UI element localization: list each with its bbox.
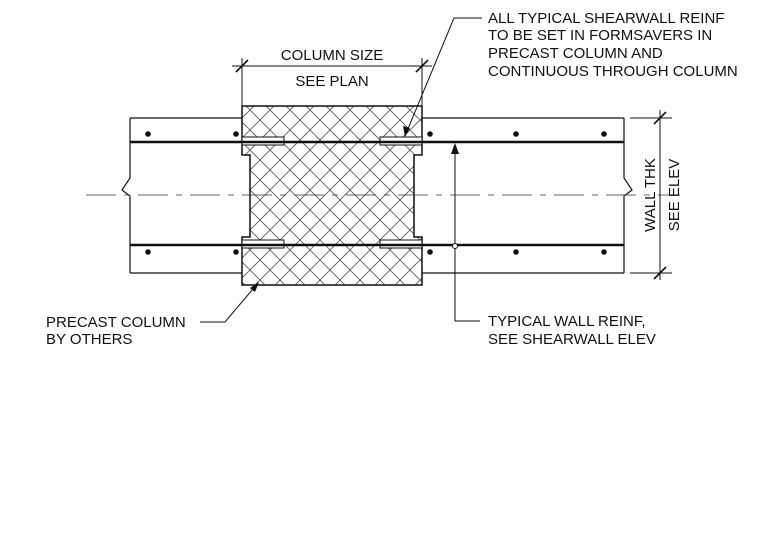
- reinf-note-line-4: CONTINUOUS THROUGH COLUMN: [488, 63, 738, 80]
- leader-lines: [200, 17, 482, 323]
- see-elev-label: SEE ELEV: [666, 159, 683, 232]
- reinf-note-line-1: ALL TYPICAL SHEARWALL REINF: [488, 10, 724, 27]
- see-plan-label: SEE PLAN: [295, 73, 368, 90]
- wall-reinforcement: [130, 140, 624, 247]
- rebar-dots: [145, 131, 607, 255]
- column-size-dimension: [232, 58, 432, 106]
- wall-reinf-line-1: TYPICAL WALL REINF,: [488, 313, 646, 330]
- leader-arrows: [250, 126, 459, 292]
- wall-reinf-line-2: SEE SHEARWALL ELEV: [488, 331, 656, 348]
- leader-origin-mark: [452, 243, 458, 249]
- precast-column-line-2: BY OTHERS: [46, 331, 132, 348]
- column-size-label: COLUMN SIZE: [281, 47, 384, 64]
- precast-column: [241, 105, 423, 286]
- wall-left: [121, 117, 242, 274]
- wall-right: [422, 117, 633, 274]
- reinf-note-line-2: TO BE SET IN FORMSAVERS IN: [488, 27, 712, 44]
- precast-column-line-1: PRECAST COLUMN: [46, 314, 186, 331]
- reinf-note-line-3: PRECAST COLUMN AND: [488, 45, 663, 62]
- wall-thk-label: WALL THK: [642, 158, 659, 232]
- wall-thk-dimension: [630, 110, 672, 280]
